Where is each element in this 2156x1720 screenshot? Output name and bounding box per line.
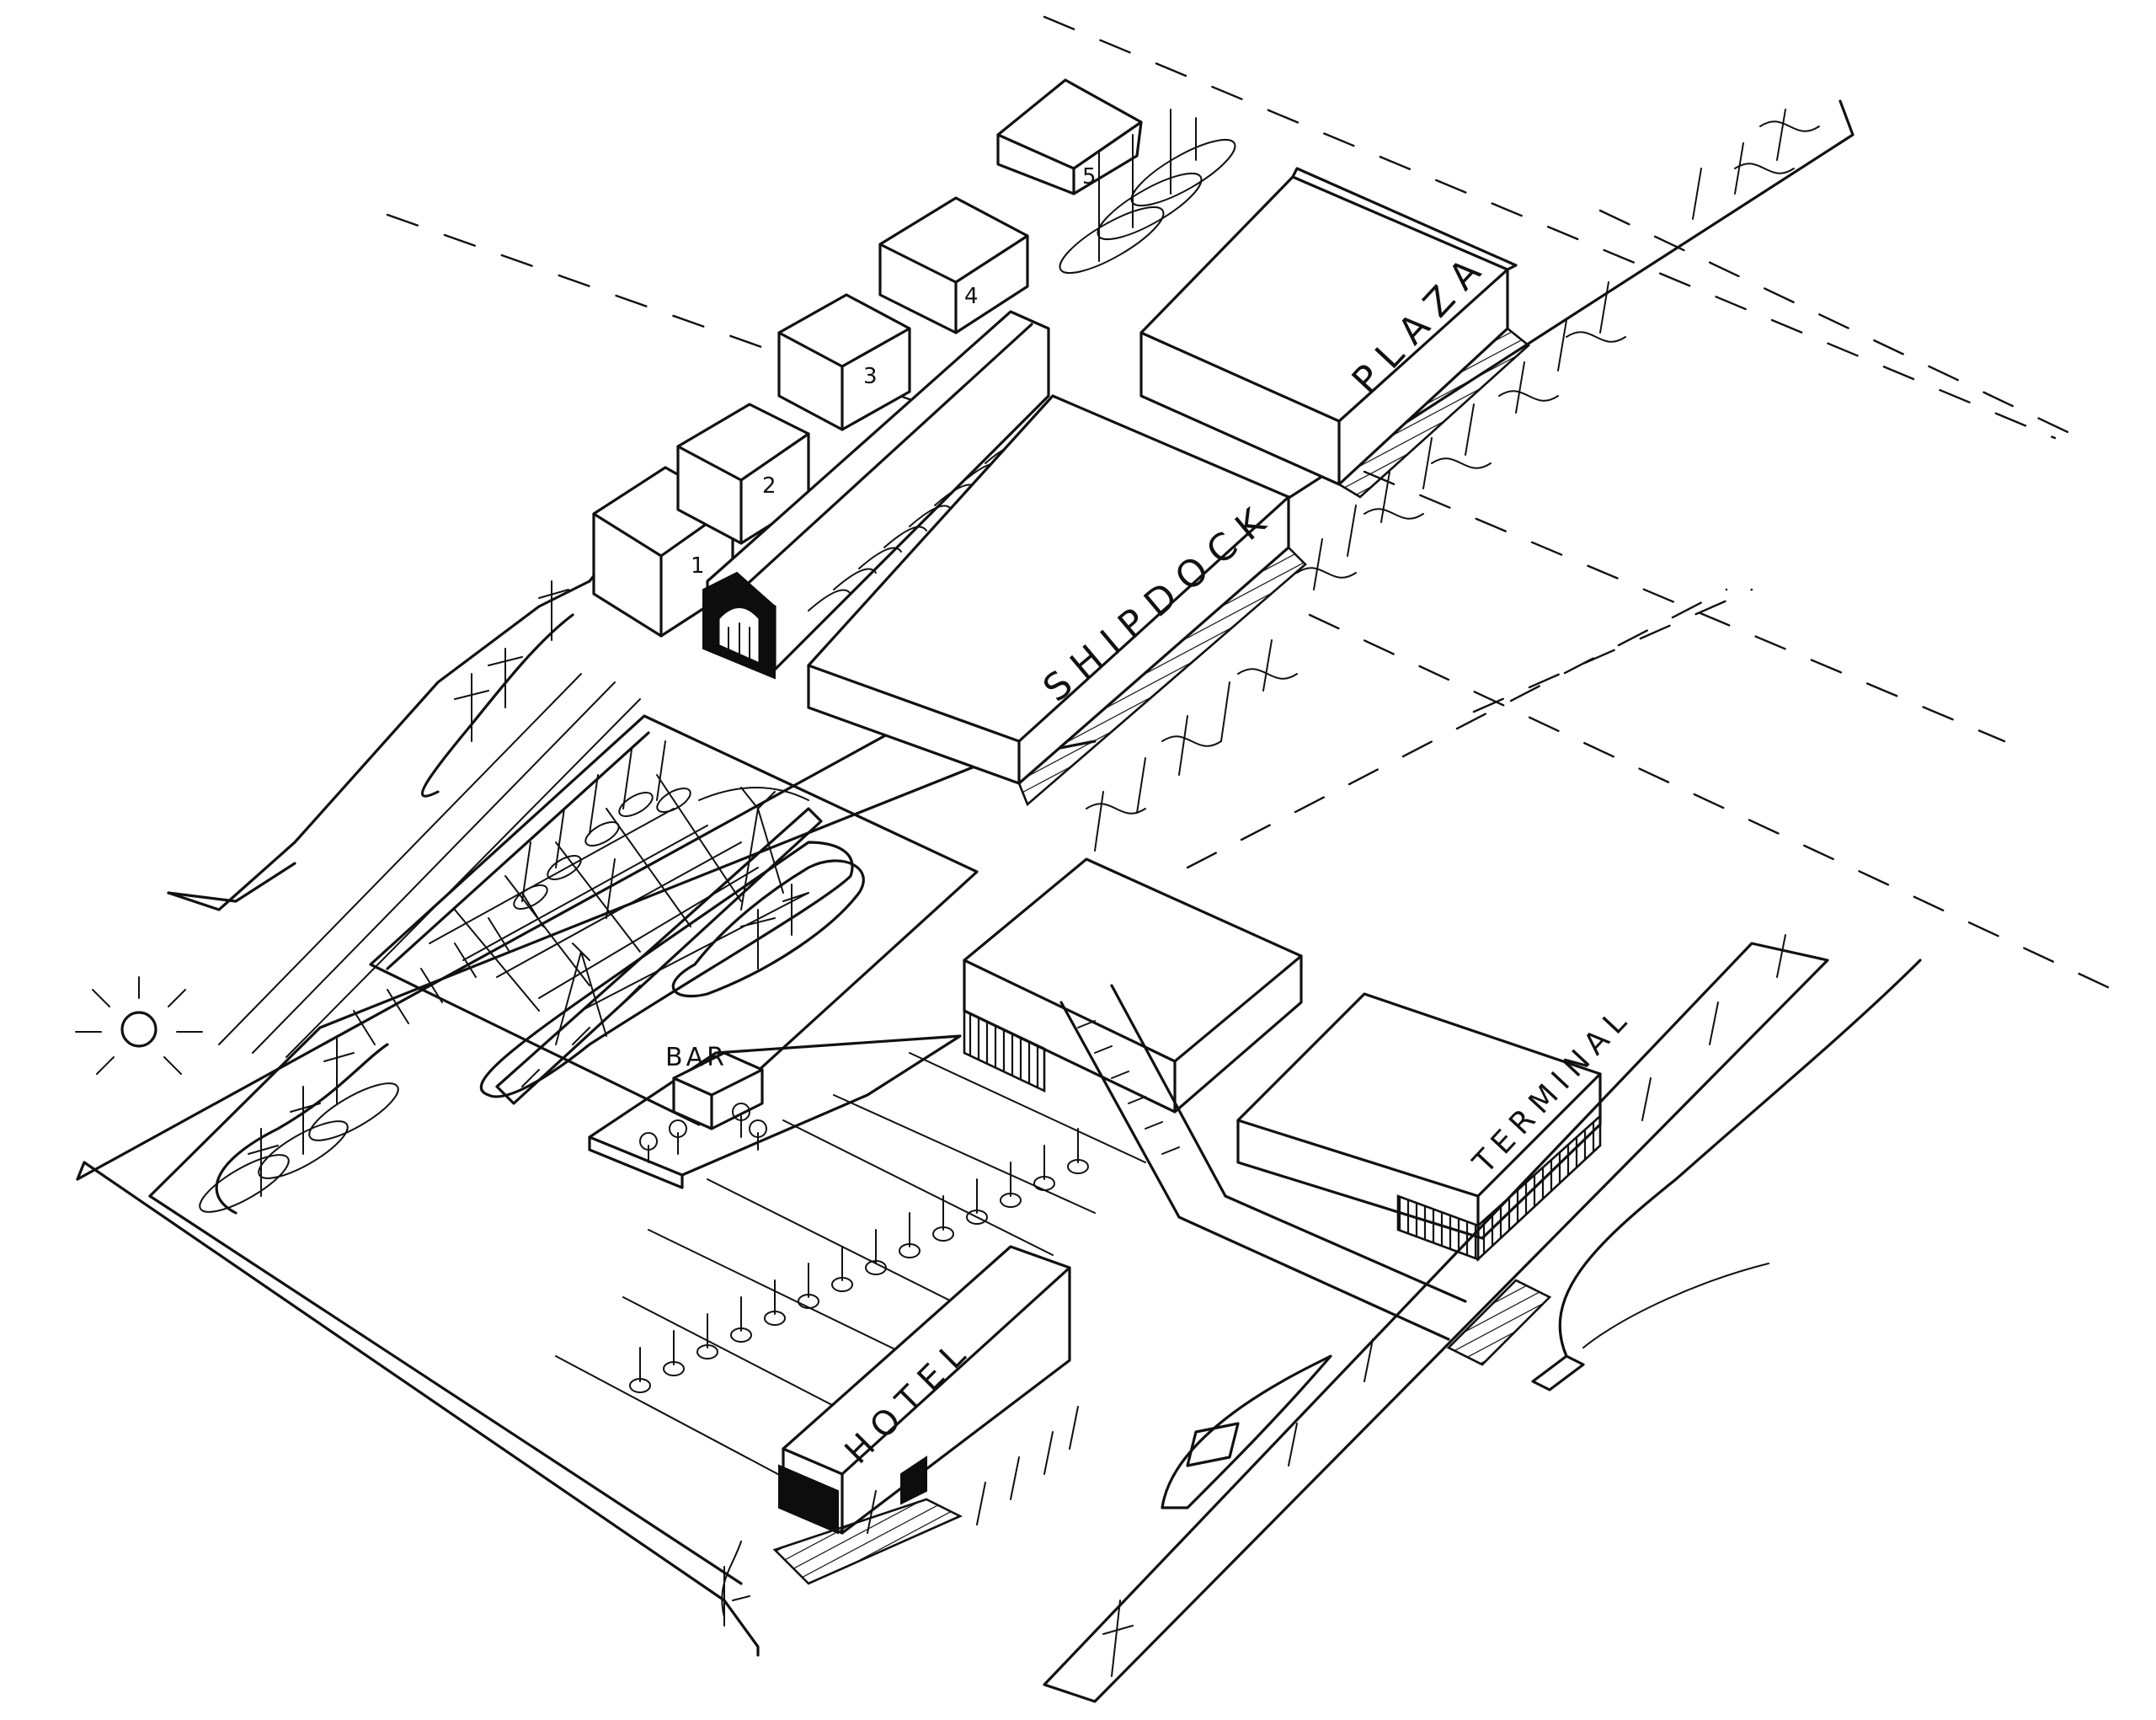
hotel-building: HOTEL [723, 1245, 1079, 1627]
roads [1059, 984, 1467, 1341]
plots: 1 2 3 4 5 [592, 78, 1143, 638]
trees-north [1059, 109, 1236, 275]
courtyard-trees [513, 740, 691, 919]
courtyard-grid [429, 774, 809, 1012]
context-dashed-lines [386, 15, 2124, 996]
trees-south [721, 1541, 1134, 1677]
trees-left [199, 580, 574, 1215]
plot-number-2: 2 [762, 473, 776, 499]
plot-3: 3 [777, 293, 911, 431]
plot-5: 5 [996, 78, 1143, 195]
bar-label: BAR [665, 1043, 728, 1072]
sun-icon [75, 976, 203, 1075]
central-courtyard [369, 714, 979, 1126]
promenade-stripes [218, 673, 641, 1058]
trees-east [1086, 109, 1820, 852]
plot-number-1: 1 [691, 553, 705, 579]
west-building [963, 857, 1303, 1114]
grove-trees [629, 1128, 1089, 1393]
plot-number-5: 5 [1082, 164, 1097, 190]
quay-and-water [1043, 934, 1922, 1703]
plot-2: 2 [676, 403, 810, 545]
bar-pavilion: BAR [588, 1034, 962, 1189]
plot-number-4: 4 [964, 284, 979, 309]
walkway-strip [495, 807, 823, 1105]
plot-4: 4 [878, 196, 1029, 334]
long-shed [702, 310, 1062, 680]
plot-number-3: 3 [863, 364, 878, 389]
plaza-building: PLAZA [1139, 167, 1531, 499]
